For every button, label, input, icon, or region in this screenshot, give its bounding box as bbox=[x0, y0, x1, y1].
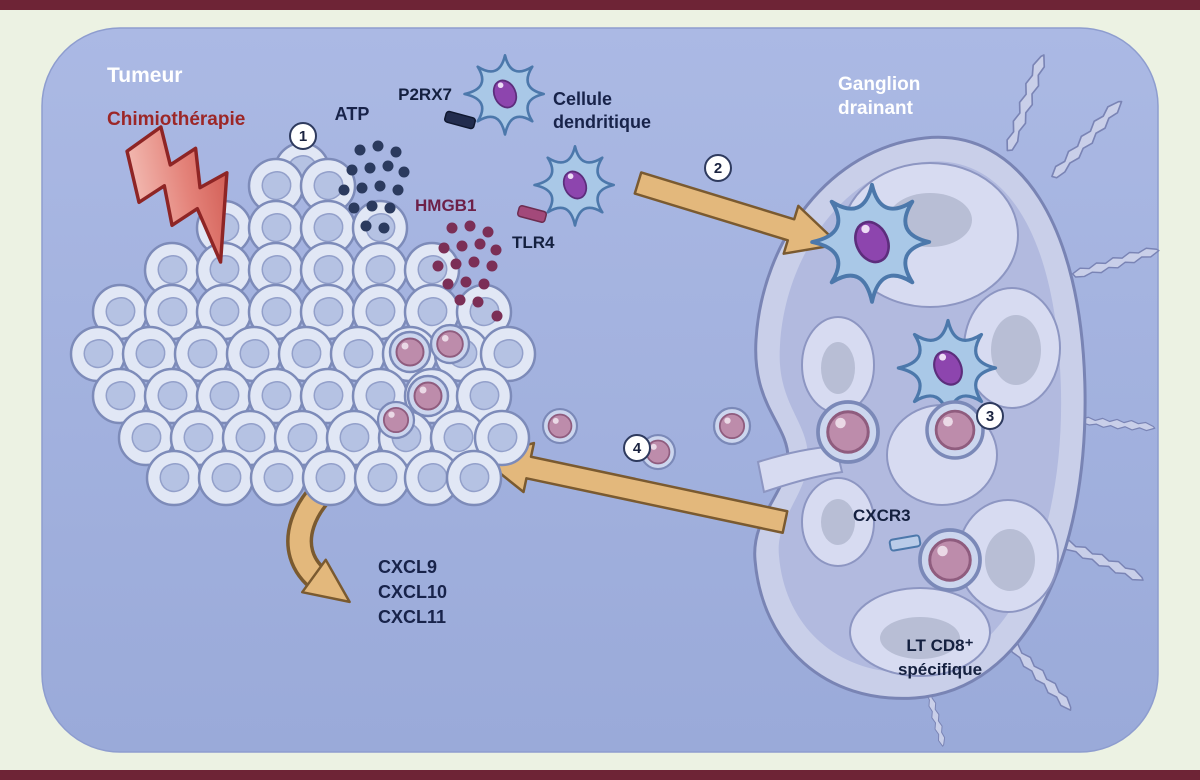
frame-bottom-bar bbox=[0, 770, 1200, 780]
tlr4-receptor bbox=[516, 204, 548, 224]
step-number-2: 2 bbox=[714, 160, 722, 177]
step-marker-2: 2 bbox=[704, 154, 732, 182]
node-t-cell-2 bbox=[925, 400, 985, 460]
hmgb1-label: HMGB1 bbox=[415, 196, 476, 215]
step-marker-1: 1 bbox=[289, 122, 317, 150]
p2rx7-receptor bbox=[444, 110, 476, 130]
step-marker-4: 4 bbox=[623, 434, 651, 462]
chemokine-label-2: CXCL10 bbox=[378, 582, 447, 602]
dendritic-cell-label-line2: dendritique bbox=[553, 112, 651, 132]
step-number-3: 3 bbox=[986, 408, 994, 425]
step-number-4: 4 bbox=[633, 440, 642, 457]
arrow-step-2 bbox=[633, 171, 841, 255]
chemokine-label-3: CXCL11 bbox=[378, 607, 446, 627]
chemokine-label-1: CXCL9 bbox=[378, 557, 437, 577]
cxcr3-receptor bbox=[888, 534, 922, 552]
dendritic-cell-1 bbox=[444, 53, 546, 136]
step-number-1: 1 bbox=[299, 128, 307, 145]
tumor-label: Tumeur bbox=[107, 64, 182, 87]
lymph-node-hilum bbox=[756, 444, 844, 494]
atp-label: ATP bbox=[335, 104, 370, 124]
node-t-cell-1 bbox=[816, 400, 880, 464]
dendritic-cell-2 bbox=[516, 144, 616, 227]
lightning-bolt-icon bbox=[125, 125, 229, 264]
tlr4-label: TLR4 bbox=[512, 233, 555, 252]
lymph-node-label-line1: Ganglion bbox=[838, 74, 920, 95]
lymph-node-label-line2: drainant bbox=[838, 98, 914, 119]
dendritic-cell-label-line1: Cellule bbox=[553, 89, 612, 109]
chemotherapy-label: Chimiothérapie bbox=[107, 109, 245, 130]
cd8-label-line1: LT CD8⁺ bbox=[906, 636, 973, 655]
cd8-t-cell bbox=[888, 528, 982, 592]
frame-top-bar bbox=[0, 0, 1200, 10]
step-marker-3: 3 bbox=[976, 402, 1004, 430]
cxcr3-label: CXCR3 bbox=[853, 506, 911, 525]
p2rx7-label: P2RX7 bbox=[398, 85, 452, 104]
migrating-t-cell-1 bbox=[541, 407, 579, 445]
migrating-t-cell-3 bbox=[712, 406, 752, 446]
cd8-label-line2: spécifique bbox=[898, 660, 982, 679]
